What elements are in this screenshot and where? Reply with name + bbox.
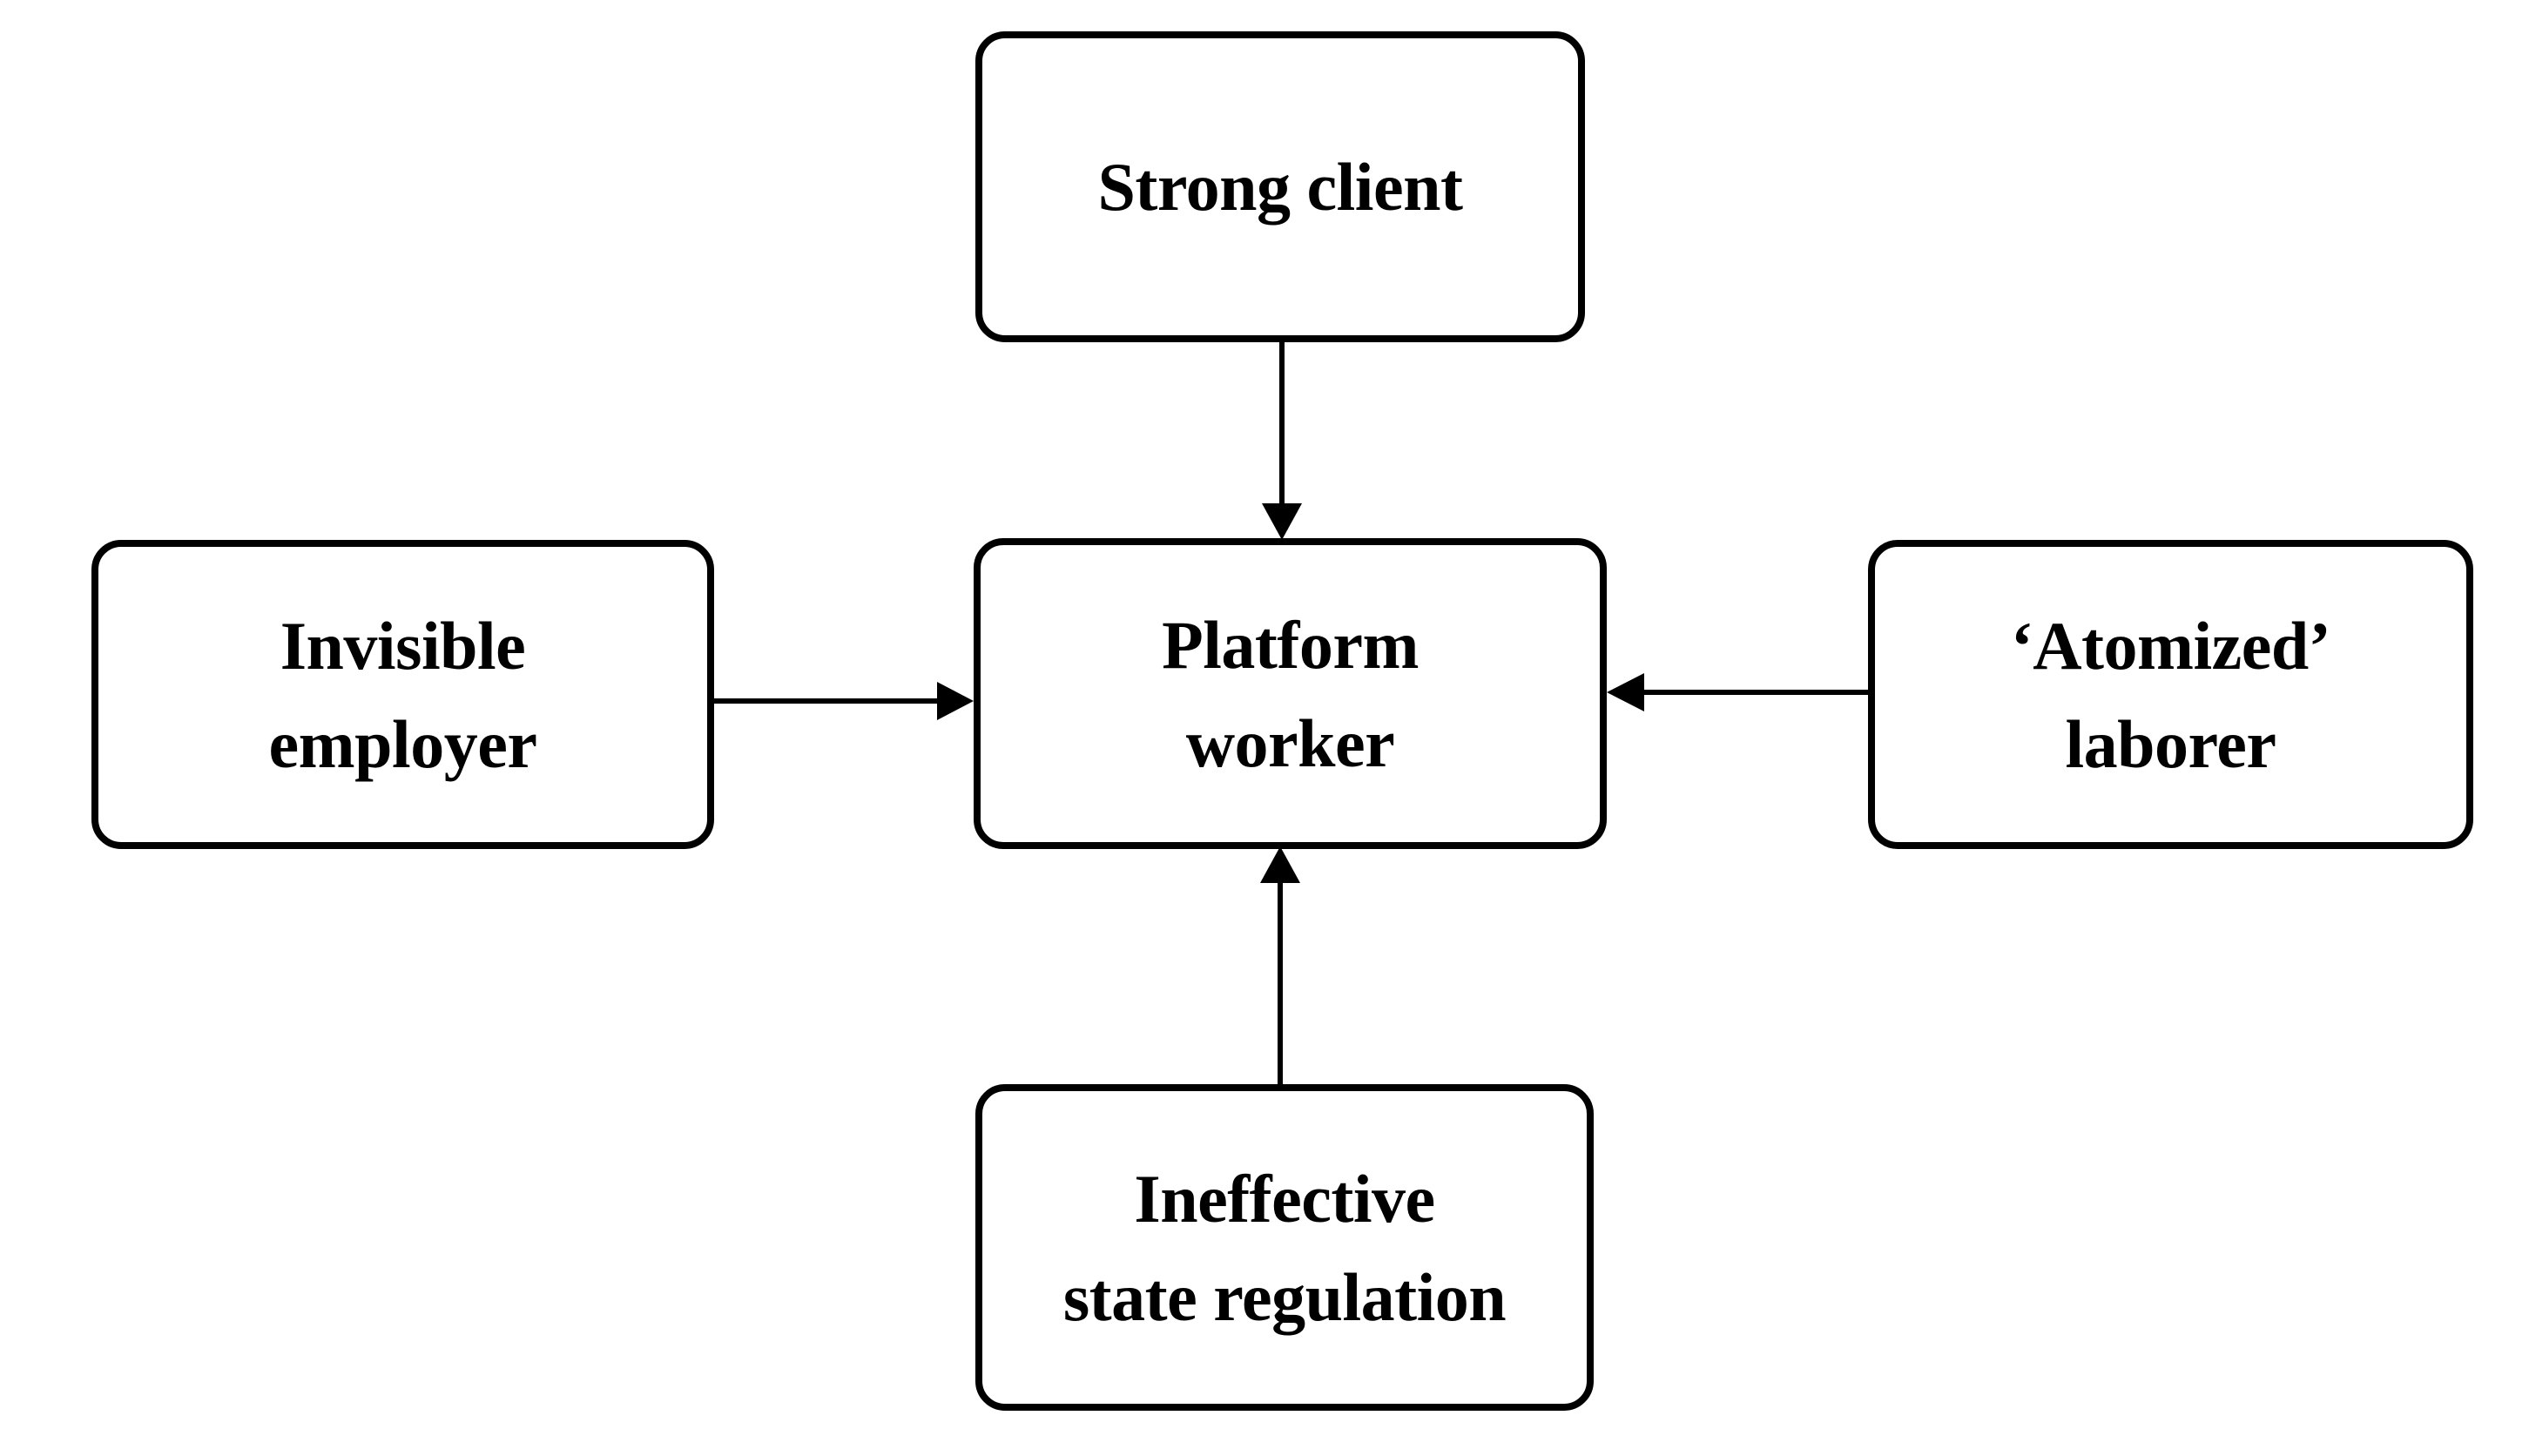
edge-invisible-employer-to-platform-worker bbox=[714, 682, 974, 720]
node-atomized-laborer[interactable]: ‘Atomized’ laborer bbox=[1868, 540, 2473, 849]
node-platform-worker[interactable]: Platform worker bbox=[974, 538, 1607, 849]
node-atomized-laborer-line-1: ‘Atomized’ bbox=[2010, 607, 2331, 684]
node-atomized-laborer-line-2: laborer bbox=[2065, 705, 2276, 782]
node-state-regulation[interactable]: Ineffective state regulation bbox=[975, 1084, 1594, 1411]
node-invisible-employer[interactable]: Invisible employer bbox=[91, 540, 714, 849]
node-invisible-employer-line-1: Invisible bbox=[280, 607, 526, 684]
node-strong-client[interactable]: Strong client bbox=[975, 31, 1585, 342]
edge-state-regulation-to-platform-worker bbox=[1260, 846, 1300, 1084]
edge-atomized-laborer-to-platform-worker bbox=[1607, 673, 1868, 711]
edge-strong-client-to-platform-worker bbox=[1262, 342, 1302, 540]
node-state-regulation-line-2: state regulation bbox=[1062, 1258, 1507, 1335]
node-platform-worker-line-1: Platform bbox=[1162, 606, 1419, 683]
node-platform-worker-line-2: worker bbox=[1185, 704, 1395, 781]
node-invisible-employer-line-2: employer bbox=[268, 705, 537, 782]
node-strong-client-line-1: Strong client bbox=[1097, 149, 1463, 225]
node-state-regulation-line-1: Ineffective bbox=[1134, 1160, 1435, 1237]
